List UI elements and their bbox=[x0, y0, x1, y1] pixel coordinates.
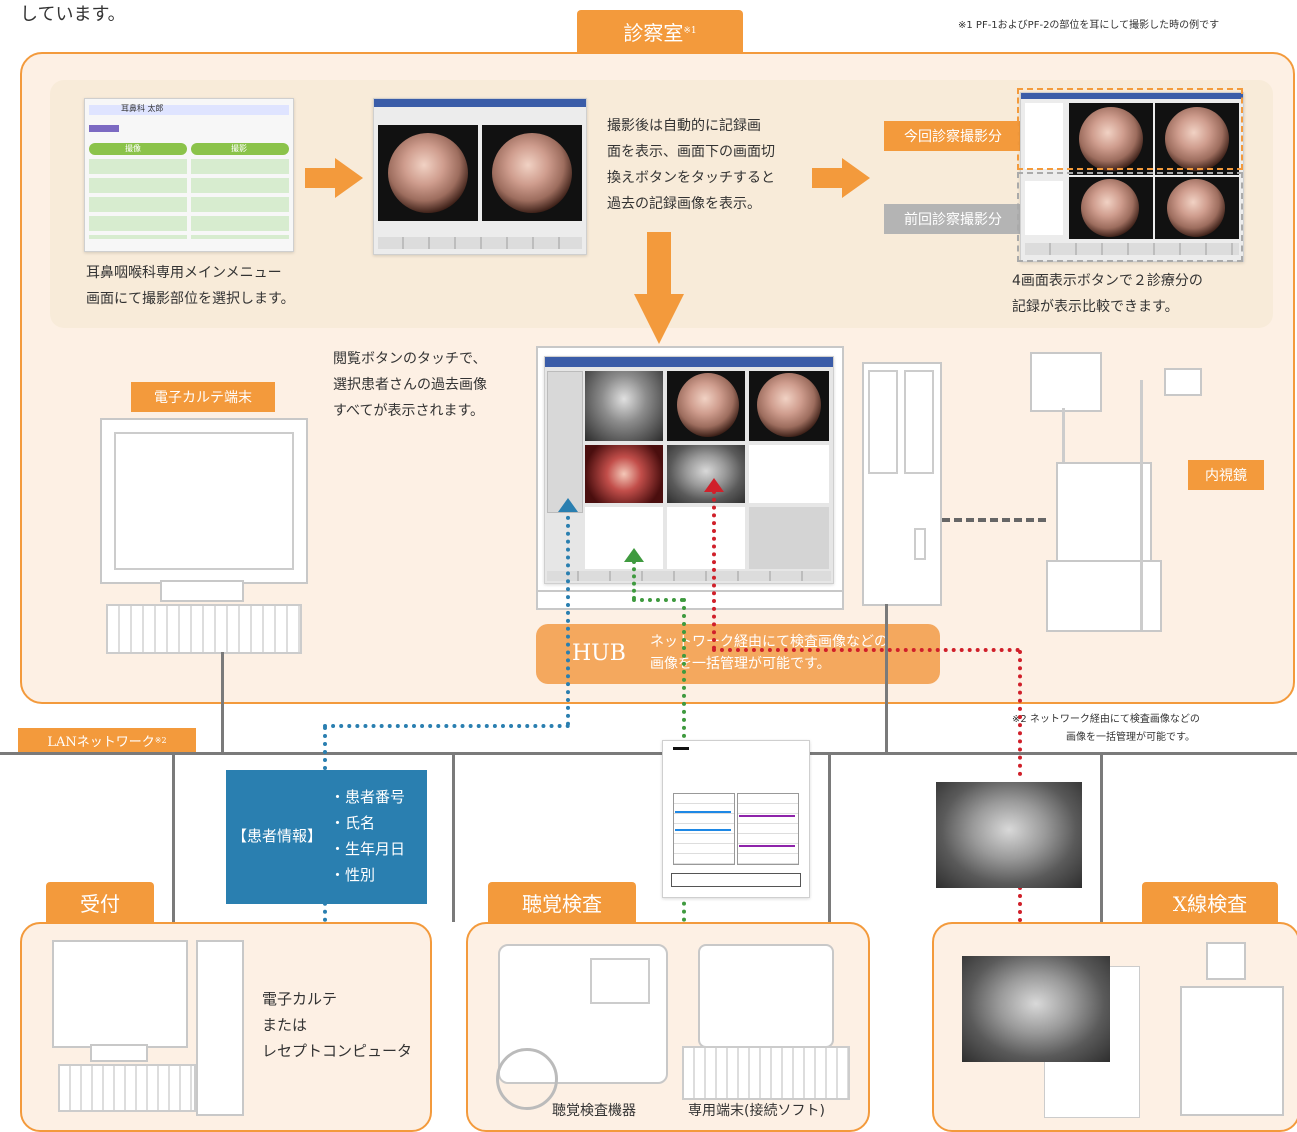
record-caption-1: 撮影後は自動的に記録画 bbox=[607, 118, 761, 134]
browse-caption-3: すべてが表示されます。 bbox=[333, 403, 485, 419]
endoscope-label: 内視鏡 bbox=[1188, 460, 1264, 490]
menu-caption-2: 画面にて撮影部位を選択します。 bbox=[86, 291, 295, 307]
top-text: しています。 bbox=[20, 4, 126, 25]
xray-title: X線検査 bbox=[1142, 882, 1278, 922]
audiogram-report bbox=[662, 740, 810, 898]
arrow-right-icon bbox=[305, 158, 363, 198]
room-note-mark: ※1 bbox=[683, 26, 697, 36]
reception-text-3: レセプトコンピュータ bbox=[262, 1042, 413, 1060]
reception-pc-tower bbox=[196, 940, 244, 1116]
hearing-title: 聴覚検査 bbox=[488, 882, 636, 922]
server-tower bbox=[862, 362, 942, 606]
record-caption-4: 過去の記録画像を表示。 bbox=[607, 196, 761, 212]
patient-info-item: ・氏名 bbox=[330, 814, 376, 832]
browse-caption-2: 選択患者さんの過去画像 bbox=[333, 377, 487, 393]
hub-text-1: ネットワーク経由にて検査画像などの bbox=[650, 634, 888, 650]
menu-patient-name: 耳鼻科 太郎 bbox=[121, 104, 164, 113]
green-arrow-icon bbox=[624, 548, 644, 562]
current-exam-label: 今回診察撮影分 bbox=[884, 121, 1022, 151]
record-screenshot bbox=[373, 98, 587, 255]
headphones-icon bbox=[496, 1048, 558, 1110]
main-menu-screenshot: 耳鼻科 太郎 撮像 撮影 bbox=[84, 98, 294, 252]
note-2-line-2: 画像を一括管理が可能です。 bbox=[1066, 732, 1195, 743]
endoscope-link bbox=[942, 518, 1046, 522]
hub-label: HUB bbox=[572, 641, 626, 666]
lan-label: LANネットワーク※2 bbox=[18, 728, 196, 752]
xray-panel-image bbox=[962, 956, 1110, 1062]
xray-image bbox=[936, 782, 1082, 888]
reception-title: 受付 bbox=[46, 882, 154, 922]
compare-caption-2: 記録が表示比較できます。 bbox=[1012, 299, 1179, 315]
hearing-terminal-label: 専用端末(接続ソフト) bbox=[688, 1103, 825, 1119]
consultation-room-title: 診察室※1 bbox=[577, 10, 743, 52]
endoscope-monitor bbox=[1030, 352, 1102, 412]
red-link bbox=[1018, 650, 1022, 776]
patient-info-item: ・生年月日 bbox=[330, 840, 406, 858]
browse-caption-1: 閲覧ボタンのタッチで、 bbox=[333, 351, 487, 367]
endoscope-cart bbox=[1062, 408, 1065, 464]
menu-btn-left: 撮像 bbox=[125, 144, 141, 153]
xray-machine bbox=[1180, 986, 1284, 1116]
record-caption-3: 換えボタンをタッチすると bbox=[607, 170, 775, 186]
hub-text-2: 画像を一括管理が可能です。 bbox=[650, 656, 831, 672]
record-caption-2: 面を表示、画面下の画面切 bbox=[607, 144, 775, 160]
hub-box bbox=[536, 624, 940, 684]
note-2-line-1: ※2 ネットワーク経由にて検査画像などの bbox=[1012, 714, 1200, 725]
patient-info-item: ・性別 bbox=[330, 866, 376, 884]
hearing-device-label: 聴覚検査機器 bbox=[552, 1103, 636, 1119]
lan-mark: ※2 bbox=[154, 735, 167, 745]
menu-btn-right: 撮影 bbox=[231, 144, 247, 153]
hearing-laptop-screen bbox=[698, 944, 834, 1048]
red-arrow-icon bbox=[704, 478, 724, 492]
hearing-laptop-keyboard bbox=[682, 1046, 850, 1100]
note-1: ※1 PF-1およびPF-2の部位を耳にして撮影した時の例です bbox=[958, 20, 1220, 31]
image-viewer-screenshot bbox=[544, 356, 834, 584]
current-exam-frame bbox=[1017, 88, 1243, 170]
patient-info-item: ・患者番号 bbox=[330, 788, 406, 806]
room-title-text: 診察室 bbox=[623, 20, 684, 45]
ehr-terminal-label: 電子カルテ端末 bbox=[131, 382, 275, 412]
patient-info-box bbox=[226, 770, 427, 904]
lan-line bbox=[0, 752, 1297, 755]
compare-caption-1: 4画面表示ボタンで２診療分の bbox=[1012, 273, 1203, 289]
reception-text-2: または bbox=[262, 1016, 308, 1034]
ehr-keyboard bbox=[106, 604, 302, 654]
patient-info-title: 【患者情報】 bbox=[232, 827, 323, 845]
menu-caption-1: 耳鼻咽喉科専用メインメニュー bbox=[86, 265, 282, 281]
lan-label-text: LANネットワーク bbox=[47, 734, 155, 750]
arrow-down-icon bbox=[634, 232, 684, 344]
monitor-stand bbox=[536, 590, 844, 610]
blue-arrow-icon bbox=[558, 498, 578, 512]
reception-text-1: 電子カルテ bbox=[262, 990, 338, 1008]
reception-monitor bbox=[52, 940, 188, 1048]
previous-exam-frame bbox=[1017, 172, 1243, 262]
previous-exam-label: 前回診察撮影分 bbox=[884, 204, 1022, 234]
reception-keyboard bbox=[58, 1064, 196, 1112]
arrow-right-icon bbox=[812, 158, 870, 198]
